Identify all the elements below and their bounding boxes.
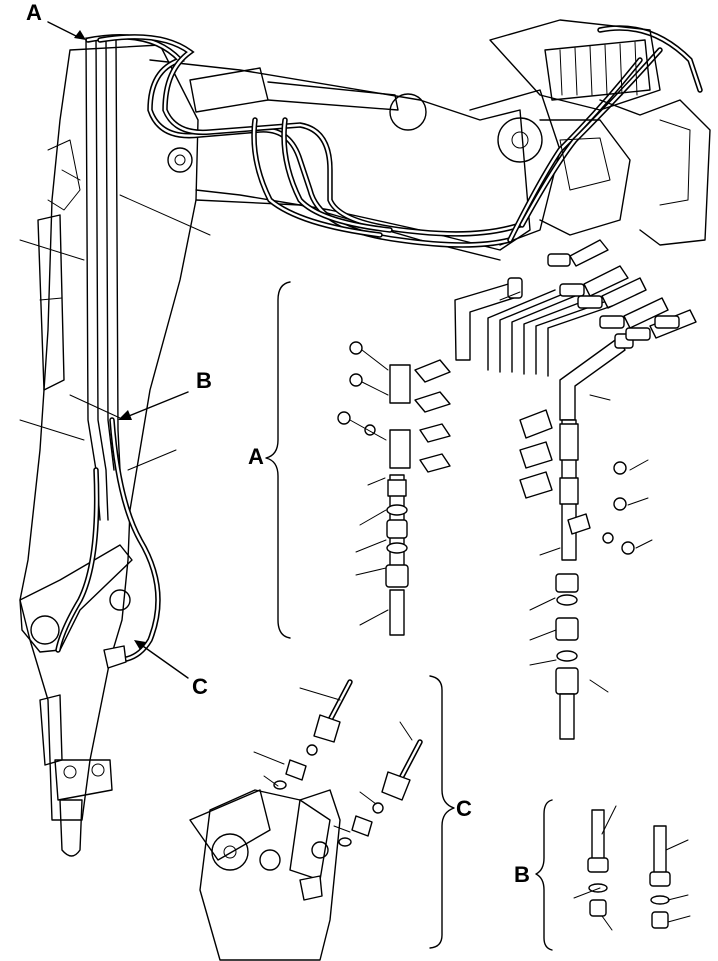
detail-b xyxy=(535,799,691,951)
callout-b-arm: B xyxy=(196,368,212,393)
callout-c-arm: C xyxy=(192,674,208,699)
callout-a-top: A xyxy=(26,0,42,25)
callout-c-detail: C xyxy=(456,796,472,821)
detail-a-right-clamps xyxy=(519,409,635,740)
detail-a-left-clamps xyxy=(337,341,451,636)
detail-a-fittings-upper xyxy=(547,239,697,341)
detail-a xyxy=(19,194,697,740)
boom-hoses xyxy=(85,25,703,248)
callout-a-detail: A xyxy=(248,444,264,469)
callout-b-detail: B xyxy=(514,862,530,887)
detail-c xyxy=(189,675,455,961)
callout-arrows xyxy=(47,21,189,679)
arm-tubing xyxy=(55,37,161,669)
control-valve xyxy=(489,19,711,246)
